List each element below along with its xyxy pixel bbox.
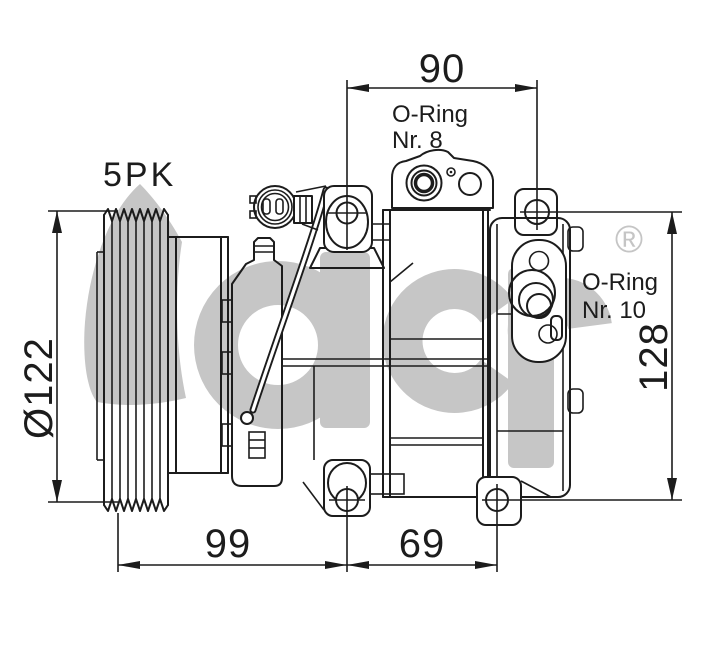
connector-mid-ring	[257, 189, 293, 225]
dimension-128: 128	[482, 211, 682, 501]
watermark-letter-c	[382, 269, 514, 413]
dimension-annotations: 90 Ø122 128 99 69	[17, 47, 682, 572]
o-ring-8-label-line2: Nr. 8	[392, 127, 443, 154]
front-housing	[221, 237, 283, 487]
dimension-pulley-diameter: Ø122	[17, 210, 118, 503]
electrical-connector	[249, 185, 313, 229]
belt-code-label: 5PK	[103, 156, 176, 194]
wire-bracket-line2	[301, 223, 319, 231]
port-block-small-dot-center	[449, 170, 453, 174]
wire-eyelet	[240, 411, 254, 425]
pulley-hub	[167, 236, 229, 474]
o-ring-8-port-outer	[405, 164, 443, 202]
dimension-90: 90	[346, 47, 538, 250]
o-ring-10-label-line1: O-Ring	[582, 269, 658, 296]
mounting-lug-top-center	[309, 185, 390, 269]
o-ring-10-port-inner	[526, 293, 552, 319]
connector-latch	[293, 195, 313, 224]
latch-body	[293, 195, 313, 224]
wire-core	[251, 188, 328, 412]
rear-tab-top	[567, 226, 584, 252]
wire-harness	[240, 185, 330, 425]
boss-side-tab	[550, 315, 563, 341]
compressor-drawing	[96, 148, 584, 526]
wire-bracket-line	[295, 185, 327, 193]
front-housing-side-tabs	[221, 299, 233, 447]
dim-99-value: 99	[205, 522, 252, 566]
boss-bolt-hole-bottom	[538, 324, 558, 344]
watermark-letter-a-stem	[320, 252, 370, 428]
boss-outline	[511, 239, 567, 363]
dim-diameter-value: Ø122	[17, 337, 61, 439]
connector-tab-bottom	[249, 210, 257, 219]
connector-pin-slot-right	[275, 198, 284, 215]
o-ring-8-port-inner	[413, 172, 435, 194]
rear-housing-outline	[489, 217, 571, 498]
connector-tab-top	[249, 195, 257, 204]
pulley-front-flange	[96, 251, 104, 461]
port-block-small-dot	[446, 167, 456, 177]
pulley-rib-lines	[111, 220, 161, 500]
body-seam-lines	[282, 358, 488, 460]
dimension-99-69: 99 69	[117, 484, 498, 572]
registered-trademark-symbol: ®	[615, 219, 643, 261]
discharge-port-block	[391, 148, 494, 209]
dim-90-value: 90	[419, 47, 466, 91]
front-housing-bottom-bolt	[248, 431, 266, 459]
o-ring-8-label-line1: O-Ring	[392, 101, 468, 128]
pulley-belt-groove-bottom	[103, 498, 169, 512]
text-labels: 5PK O-Ring Nr. 8 O-Ring Nr. 10	[103, 101, 658, 324]
dim-69-value: 69	[399, 522, 446, 566]
dim-128-value: 128	[632, 322, 676, 392]
pulley	[96, 208, 229, 512]
connector-outer-ring	[253, 185, 297, 229]
o-ring-8-port-mid	[410, 169, 438, 197]
connector-pin-slot-left	[262, 198, 271, 215]
suction-port-boss	[508, 239, 567, 363]
mounting-lug-bottom-left	[302, 459, 405, 517]
lug-gusset	[302, 481, 325, 511]
o-ring-10-label-line2: Nr. 10	[582, 297, 646, 324]
port-block-medium-hole	[458, 172, 482, 196]
rear-tab-bottom	[567, 388, 584, 414]
cylinder-barrel	[382, 209, 491, 498]
mounting-lug-bottom-right	[476, 476, 552, 526]
front-housing-outline	[231, 237, 283, 487]
lug-attach-tab	[369, 473, 405, 495]
lug-base-trapezoid	[309, 247, 385, 269]
lug-gusset	[520, 480, 552, 498]
connector-inner-ring	[260, 192, 290, 222]
